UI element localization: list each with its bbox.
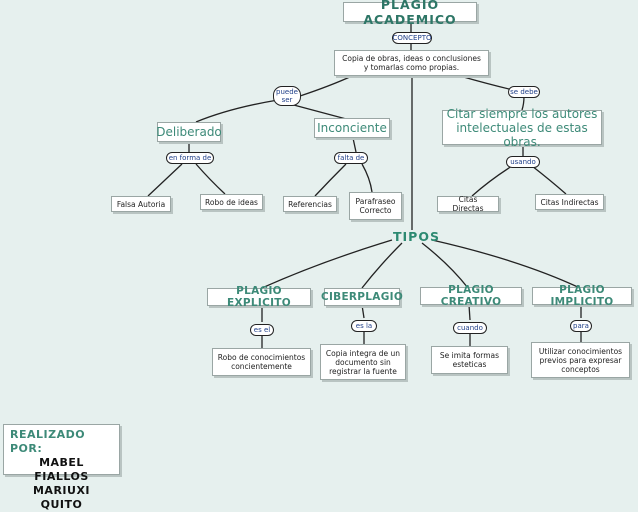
- link-es-el: es el: [250, 324, 274, 336]
- type-node-implicito[interactable]: PLAGIO IMPLICITO: [532, 284, 632, 308]
- citar-node[interactable]: Citar siempre los autores intelectuales …: [442, 107, 602, 149]
- credits-name-2: MARIUXI QUITO: [32, 484, 91, 511]
- link-falta-de: falta de: [334, 152, 368, 164]
- definition-node[interactable]: Copia de obras, ideas o conclusiones y t…: [334, 50, 489, 76]
- desc-explicito[interactable]: Robo de conocimientos concientemente: [212, 348, 311, 376]
- desc-implicito[interactable]: Utilizar conocimientos previos para expr…: [531, 342, 630, 378]
- link-se-debe: se debe: [508, 86, 540, 98]
- title-node[interactable]: PLAGIO ACADEMICO: [343, 0, 477, 27]
- inconciente-node[interactable]: Inconciente: [314, 118, 390, 138]
- link-concepto: CONCEPTO: [392, 32, 432, 44]
- link-para: para: [570, 320, 592, 332]
- citas-directas-node[interactable]: Citas Directas: [437, 195, 499, 213]
- parafraseo-node[interactable]: Parafraseo Correcto: [349, 192, 402, 220]
- link-usando: usando: [506, 156, 540, 168]
- robo-ideas-node[interactable]: Robo de ideas: [200, 194, 263, 210]
- deliberado-node[interactable]: Deliberado: [156, 122, 222, 142]
- referencias-node[interactable]: Referencias: [283, 196, 337, 212]
- type-node-creativo[interactable]: PLAGIO CREATIVO: [420, 284, 522, 308]
- desc-ciberplagio[interactable]: Copia integra de un documento sin regist…: [320, 344, 406, 380]
- link-es-la: es la: [351, 320, 377, 332]
- citas-indirectas-node[interactable]: Citas Indirectas: [535, 194, 604, 210]
- type-node-explicito[interactable]: PLAGIO EXPLICITO: [207, 285, 311, 309]
- desc-creativo[interactable]: Se imita formas esteticas: [431, 346, 508, 374]
- link-cuando: cuando: [453, 322, 487, 334]
- falsa-autoria-node[interactable]: Falsa Autoria: [111, 196, 171, 212]
- link-puede-ser: puede ser: [273, 86, 301, 106]
- connector-lines: [147, 22, 582, 348]
- link-en-forma-de: en forma de: [166, 152, 214, 164]
- tipos-node[interactable]: TIPOS: [393, 229, 440, 244]
- type-node-ciberplagio[interactable]: CIBERPLAGIO: [321, 288, 403, 306]
- credits-box: REALIZADO POR: MABEL FIALLOS MARIUXI QUI…: [3, 424, 120, 511]
- credits-header: REALIZADO POR:: [10, 428, 86, 455]
